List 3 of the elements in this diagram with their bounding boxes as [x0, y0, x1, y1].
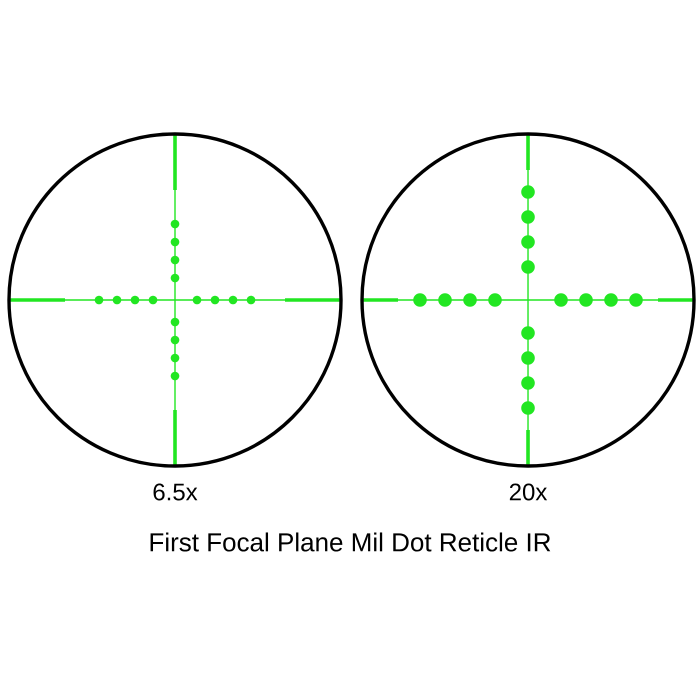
magnification-label: 6.5x	[154, 484, 198, 500]
caption: First Focal Plane Mil Dot Reticle IR	[150, 532, 550, 552]
magnification-label: 20x	[510, 484, 548, 500]
